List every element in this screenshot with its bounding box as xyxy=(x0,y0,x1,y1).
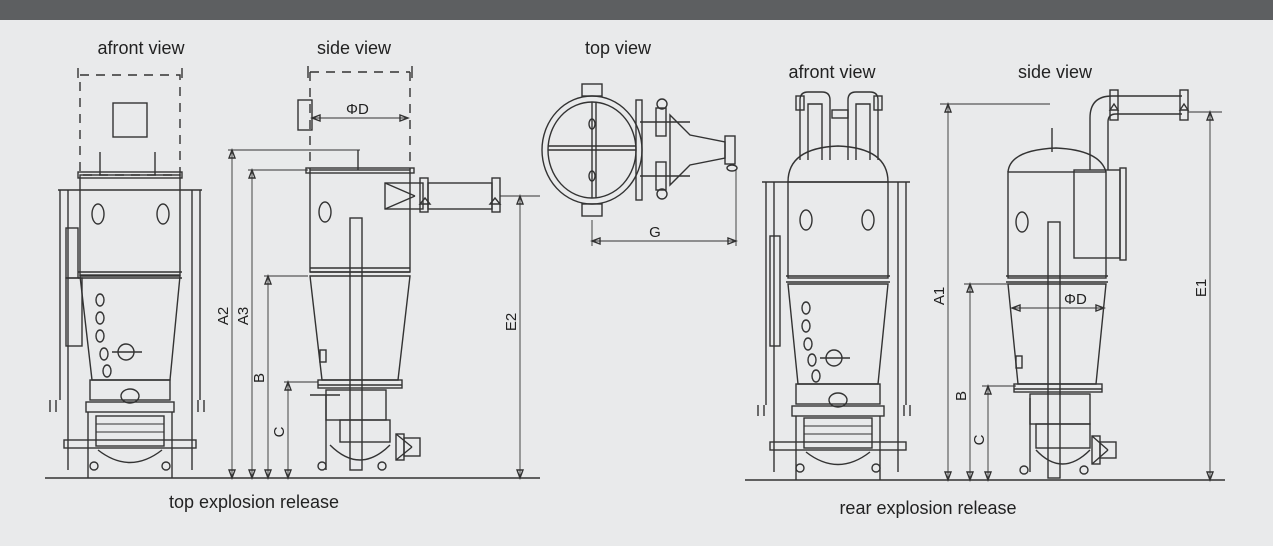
afront-view-right-drawing xyxy=(757,91,911,480)
view-label-side-left: side view xyxy=(317,38,392,58)
dim-label-C-left: C xyxy=(271,426,288,437)
side-view-left-drawing xyxy=(297,66,502,471)
dim-label-E1: E1 xyxy=(1193,279,1210,297)
dimension-lines-right xyxy=(940,102,1222,482)
dim-label-E2: E2 xyxy=(503,313,520,331)
dim-label-A3: A3 xyxy=(235,307,252,325)
dimension-lines-left xyxy=(227,113,540,480)
view-label-top: top view xyxy=(585,38,652,58)
dim-label-A1: A1 xyxy=(931,287,948,305)
view-label-side-right: side view xyxy=(1018,62,1093,82)
dim-label-G: G xyxy=(649,224,661,241)
dim-label-phiD-right: ΦD xyxy=(1064,291,1087,308)
dim-label-B-left: B xyxy=(251,373,268,383)
top-view-drawing xyxy=(541,83,738,246)
header-bar xyxy=(0,0,1273,20)
caption-rear-explosion-release: rear explosion release xyxy=(839,498,1016,518)
view-label-afront-right: afront view xyxy=(788,62,876,82)
dim-label-C-right: C xyxy=(971,434,988,445)
dim-label-phiD-left: ΦD xyxy=(346,101,369,118)
caption-top-explosion-release: top explosion release xyxy=(169,492,339,512)
view-label-afront-left: afront view xyxy=(97,38,185,58)
side-view-right-drawing xyxy=(1006,89,1190,479)
dim-label-B-right: B xyxy=(953,391,970,401)
afront-view-left-drawing xyxy=(49,68,205,478)
dim-label-A2: A2 xyxy=(215,307,232,325)
